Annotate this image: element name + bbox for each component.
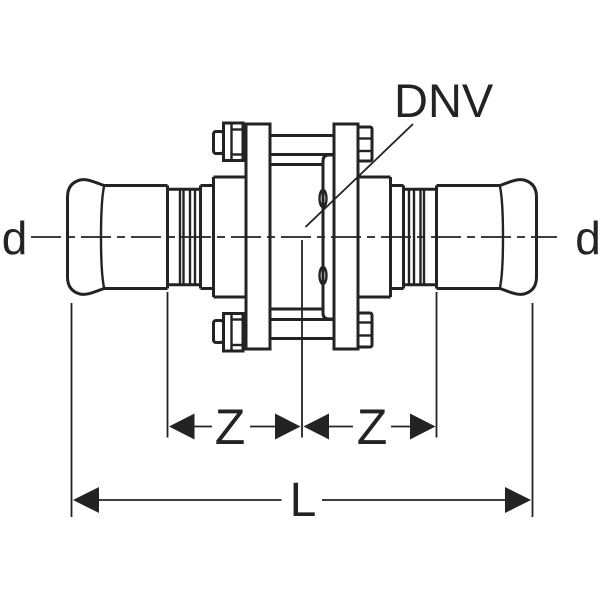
gasket-bulge-upper xyxy=(318,188,328,209)
label-length: L xyxy=(290,474,317,527)
bolt-hex-nut xyxy=(356,311,374,349)
arrowhead-left xyxy=(73,487,99,513)
bottom-bolt xyxy=(212,311,374,353)
dimension-z-left: Z xyxy=(169,399,301,455)
flange-plates xyxy=(244,122,360,351)
arrowhead-left xyxy=(169,413,195,440)
top-bolt xyxy=(212,121,374,163)
left-flange-plate xyxy=(244,122,272,351)
left-press-end xyxy=(66,175,246,299)
arrowhead-right xyxy=(275,413,301,440)
label-z-left: Z xyxy=(215,399,246,455)
label-z-right: Z xyxy=(357,399,388,455)
gasket-bulge-lower xyxy=(318,265,328,286)
label-d-right: d xyxy=(575,212,600,264)
bolt-hex-head xyxy=(222,121,245,162)
arrowhead-right xyxy=(410,413,436,440)
bell-mouth-outline xyxy=(66,178,106,296)
bell-rim-curve xyxy=(99,186,106,288)
label-dnv: DNV xyxy=(394,74,494,127)
arrowhead-right xyxy=(505,487,531,513)
right-flange-plate xyxy=(332,122,360,351)
arrowhead-left xyxy=(303,413,329,440)
dimension-l: L xyxy=(73,474,531,527)
dimension-z-right: Z xyxy=(303,399,436,455)
dnv-leader-line xyxy=(304,123,414,228)
bolt-hex-nut xyxy=(356,125,374,163)
label-d-left: d xyxy=(2,212,28,264)
bolt-hex-head xyxy=(222,312,245,353)
extension-lines xyxy=(70,240,534,517)
